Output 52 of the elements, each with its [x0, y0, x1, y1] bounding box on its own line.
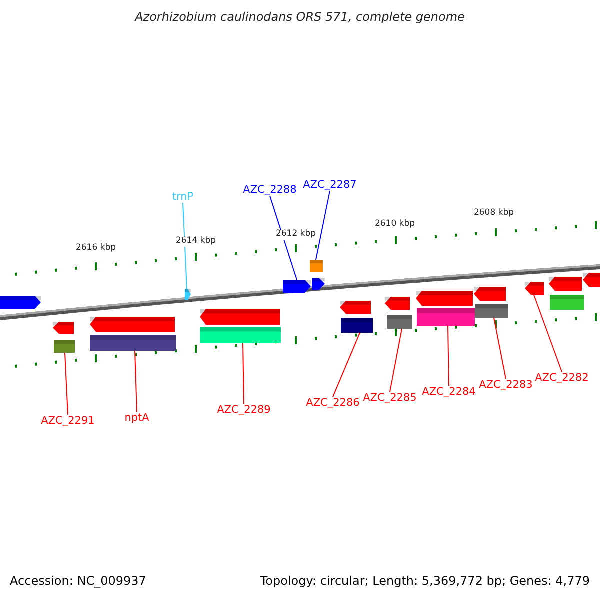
gene-bar — [200, 327, 281, 343]
gene-label: AZC_2284 — [422, 386, 476, 398]
gene-block — [583, 273, 600, 287]
gene-label: AZC_2282 — [535, 372, 589, 384]
tick-label: 2614 kbp — [176, 237, 216, 247]
gene-block — [340, 301, 371, 314]
title: Azorhizobium caulinodans ORS 571, complete genome — [135, 11, 465, 25]
gene-bar — [341, 318, 373, 333]
tick-label: 2612 kbp — [276, 230, 316, 240]
leader-line — [390, 328, 402, 392]
leader-line — [448, 326, 450, 386]
gene-bar — [387, 315, 412, 329]
gene-block — [385, 297, 410, 310]
leader-line — [64, 352, 68, 416]
leader-line — [494, 318, 506, 380]
gene-bar — [54, 340, 75, 353]
gene-label: AZC_2287 — [303, 179, 357, 192]
gene-bar — [417, 308, 475, 326]
tick-label: 2616 kbp — [76, 244, 116, 254]
gene-label: AZC_2283 — [479, 379, 533, 392]
gene-label: AZC_2291 — [41, 415, 95, 428]
gene-label: AZC_2286 — [306, 397, 360, 410]
gene-block — [549, 277, 582, 291]
footer-text: Topology: circular; Length: 5,369,772 bp; Genes: 4,779 — [260, 575, 590, 589]
leader-line — [242, 342, 244, 404]
gene-label: AZC_2289 — [217, 404, 271, 416]
leader-line — [134, 350, 138, 412]
gene-bar — [310, 260, 323, 272]
leader-line — [332, 332, 360, 398]
tick-label: 2610 kbp — [374, 220, 416, 230]
leader-line — [534, 294, 562, 372]
gene-label: nptA — [124, 412, 150, 424]
tick-label: 2608 kbp — [474, 209, 514, 219]
gene-label: AZC_2288 — [243, 184, 297, 196]
leader-line — [182, 202, 188, 290]
gene-label: AZC_2285 — [363, 392, 417, 404]
footer-text: Accession: NC_009937 — [10, 575, 146, 589]
gene-block — [474, 287, 506, 301]
leader-line — [316, 190, 330, 260]
gene-label: trnP — [172, 191, 194, 204]
gene-block — [53, 322, 74, 334]
gene-bar — [475, 304, 508, 318]
gene-block — [90, 317, 175, 332]
gene-bar — [550, 295, 584, 310]
gene-bar — [90, 335, 176, 351]
gene-block — [525, 282, 544, 295]
gene-block — [185, 289, 191, 300]
leader-line — [270, 196, 298, 280]
gene-block — [312, 278, 325, 290]
gene-block — [0, 296, 41, 309]
gene-block — [200, 309, 280, 325]
gene-block — [416, 291, 473, 306]
